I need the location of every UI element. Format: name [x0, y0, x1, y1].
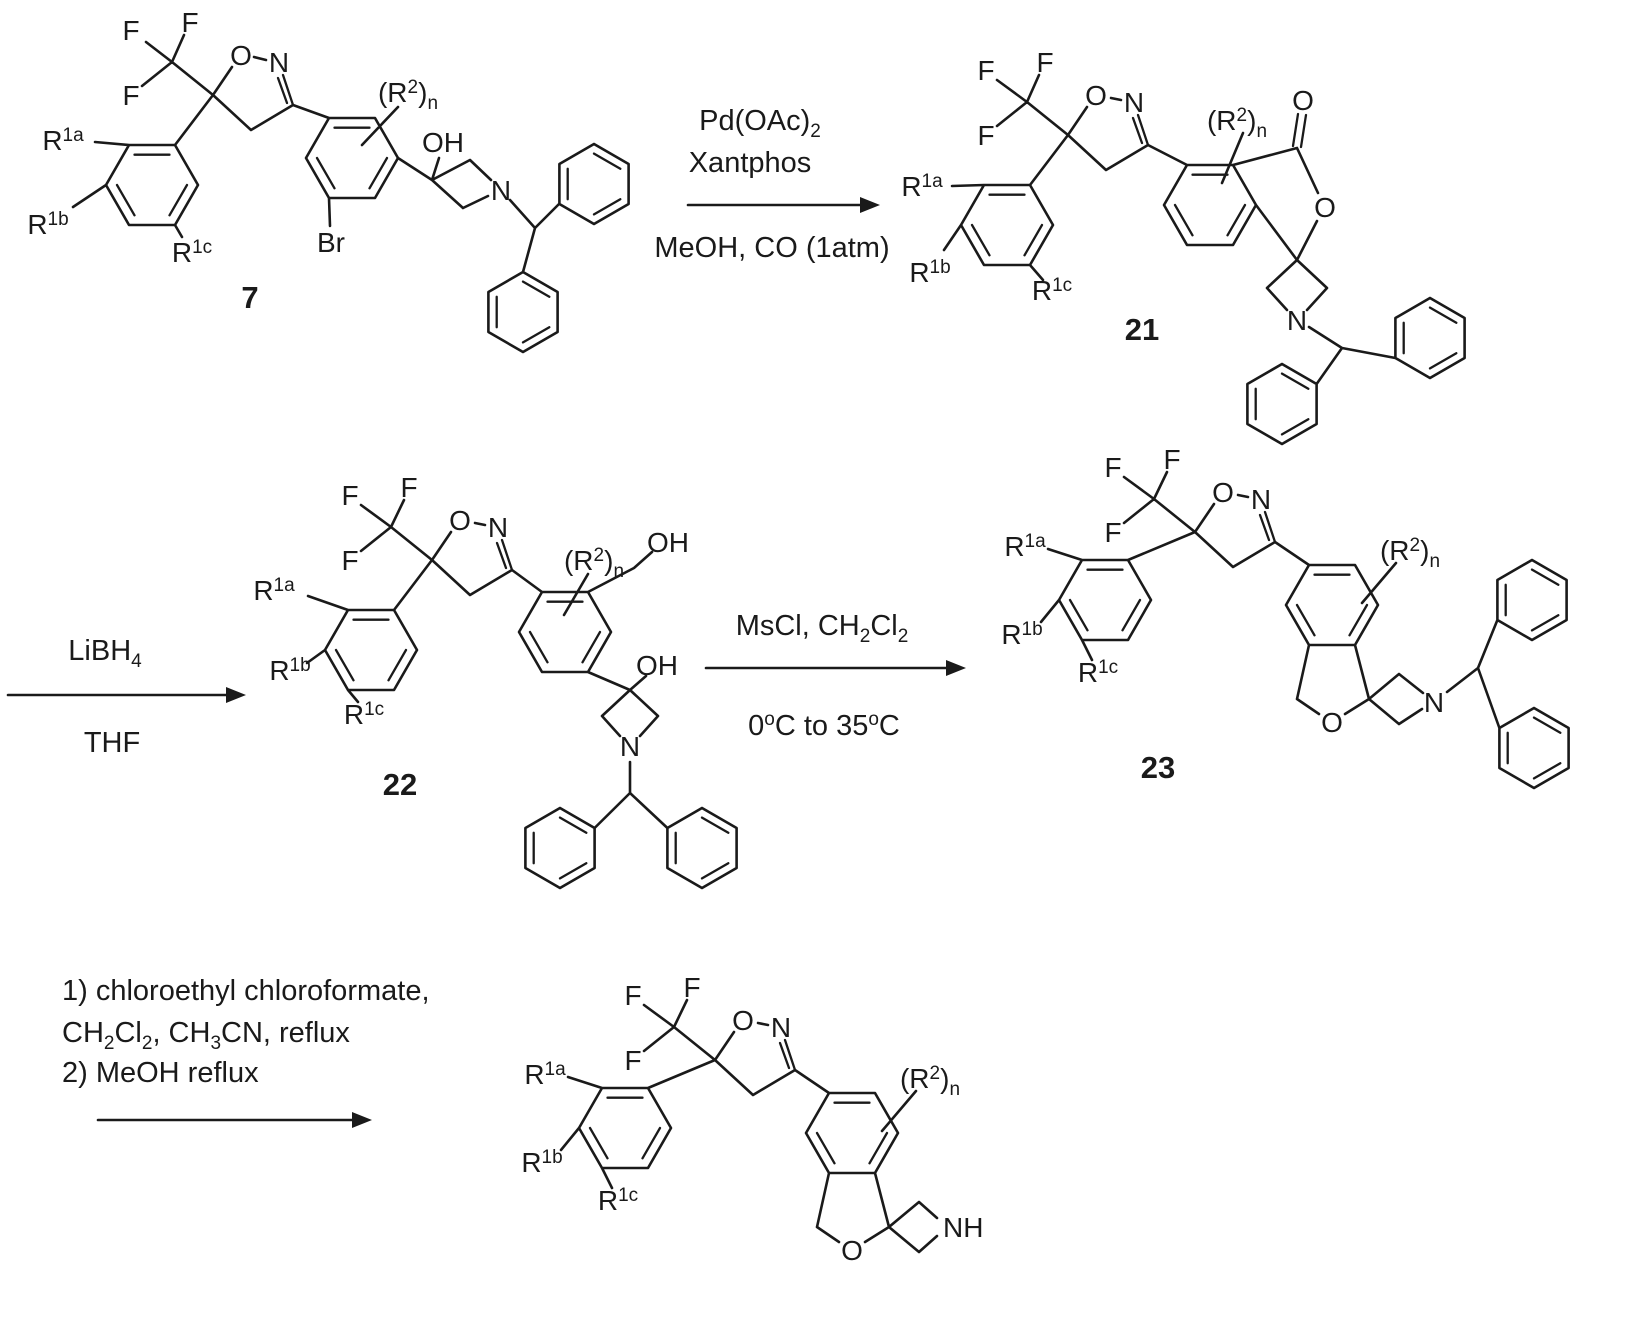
r2n-label: (R2)n [378, 77, 438, 114]
oxygen-label: O [230, 40, 252, 71]
final-product: F F F O N R1a R1b R1c (R2)n O NH [521, 972, 983, 1266]
compound-number-21: 21 [1125, 312, 1159, 347]
compound-number-23: 23 [1141, 750, 1175, 785]
nitrogen-label: N [269, 47, 289, 78]
compound23-double-bonds [1068, 510, 1562, 780]
azetidine-nitrogen-label: N [620, 731, 640, 762]
oxygen-label: O [449, 505, 471, 536]
r1b-label: R1b [27, 209, 68, 240]
reaction-step-2: LiBH4 THF [6, 635, 246, 759]
arrowhead-step1 [860, 197, 880, 213]
lactone-oxygen-label: O [1314, 192, 1336, 223]
step4-line2: CH2Cl2, CH3CN, reflux [62, 1017, 350, 1054]
reaction-step-1: Pd(OAc)2 Xantphos MeOH, CO (1atm) [654, 105, 889, 264]
carbonyl-oxygen-label: O [1292, 85, 1314, 116]
azetidine-nitrogen-label: N [1287, 305, 1307, 336]
oxygen-label: O [732, 1005, 754, 1036]
fluorine-label: F [977, 120, 994, 151]
fluorine-label: F [624, 1045, 641, 1076]
r1a-label: R1a [524, 1059, 566, 1090]
fluorine-label: F [341, 545, 358, 576]
r1c-label: R1c [1078, 657, 1118, 688]
oxygen-label: O [1085, 80, 1107, 111]
reaction-step-4: 1) chloroethyl chloroformate, CH2Cl2, CH… [62, 975, 430, 1128]
step3-reagent: MsCl, CH2Cl2 [736, 610, 909, 647]
fluorine-label: F [977, 55, 994, 86]
r1c-label: R1c [172, 237, 212, 268]
r1a-label: R1a [42, 125, 84, 156]
nitrogen-label: N [771, 1012, 791, 1043]
fluorine-label: F [1104, 452, 1121, 483]
fluorine-label: F [341, 480, 358, 511]
fluorine-label: F [1163, 444, 1180, 475]
fluorine-label: F [122, 80, 139, 111]
r1c-label: R1c [344, 699, 384, 730]
bromine-label: Br [317, 227, 345, 258]
arrowhead-step3 [946, 660, 966, 676]
fluorine-label: F [624, 980, 641, 1011]
fluorine-label: F [181, 7, 198, 38]
nitrogen-label: N [1251, 484, 1271, 515]
arrowhead-step4 [352, 1112, 372, 1128]
step3-temperature: 0oC to 35oC [748, 709, 900, 742]
step2-reagent: LiBH4 [68, 635, 142, 672]
compound7-skeleton [71, 33, 630, 354]
step4-line3: 2) MeOH reflux [62, 1057, 259, 1089]
azetidine-nitrogen-label: N [491, 175, 511, 206]
r2n-label: (R2)n [1380, 535, 1440, 572]
compound-22: F F F O N R1a R1b R1c (R2)n OH OH N 22 [253, 472, 738, 890]
fluorine-label: F [1104, 517, 1121, 548]
compound22-skeleton [305, 498, 738, 890]
step1-reagent: Pd(OAc)2 [699, 105, 821, 142]
compound23-skeleton [1039, 470, 1570, 790]
hydroxyl-label: OH [636, 650, 678, 681]
azetidine-nitrogen-label: N [1424, 687, 1444, 718]
furan-oxygen-label: O [841, 1235, 863, 1266]
hydroxyl-label: OH [422, 127, 464, 158]
step2-solvent: THF [84, 727, 140, 759]
compound21-double-bonds [970, 112, 1458, 436]
compound-7: F F F O N R1a R1b R1c (R2)n Br OH N 7 [27, 7, 630, 354]
fluorine-label: F [400, 472, 417, 503]
hydroxymethyl-label: OH [647, 527, 689, 558]
fluorine-label: F [1036, 47, 1053, 78]
arrowhead-step2 [226, 687, 246, 703]
oxygen-label: O [1212, 477, 1234, 508]
r2n-label: (R2)n [564, 545, 624, 582]
compound-23: F F F O N R1a R1b R1c (R2)n O N 23 [1001, 444, 1570, 790]
r1b-label: R1b [521, 1147, 562, 1178]
r2n-label: (R2)n [1207, 105, 1267, 142]
compound-number-22: 22 [383, 767, 417, 802]
r1b-label: R1b [909, 257, 950, 288]
r1b-label: R1b [269, 655, 310, 686]
furan-oxygen-label: O [1321, 707, 1343, 738]
fluorine-label: F [122, 15, 139, 46]
step4-line1: 1) chloroethyl chloroformate, [62, 975, 430, 1007]
r1c-label: R1c [598, 1185, 638, 1216]
r1a-label: R1a [253, 575, 295, 606]
fluorine-label: F [683, 972, 700, 1003]
r1a-label: R1a [901, 171, 943, 202]
compound21-skeleton [942, 73, 1466, 446]
nitrogen-label: N [1124, 87, 1144, 118]
r1b-label: R1b [1001, 619, 1042, 650]
reaction-step-3: MsCl, CH2Cl2 0oC to 35oC [704, 610, 966, 742]
compound7-double-bonds [115, 73, 622, 344]
final-product-skeleton [559, 998, 939, 1254]
nitrogen-label: N [488, 512, 508, 543]
final-product-double-bonds [588, 1038, 889, 1165]
step1-ligand: Xantphos [689, 147, 812, 179]
r2n-label: (R2)n [900, 1063, 960, 1100]
azetidine-nh-label: NH [943, 1212, 983, 1243]
r1c-label: R1c [1032, 275, 1072, 306]
r1a-label: R1a [1004, 531, 1046, 562]
step1-solvent: MeOH, CO (1atm) [654, 232, 889, 264]
compound22-double-bonds [334, 538, 730, 880]
compound-number-7: 7 [241, 280, 258, 315]
compound-21: F F F O N R1a R1b R1c (R2)n O O N 21 [901, 47, 1466, 446]
